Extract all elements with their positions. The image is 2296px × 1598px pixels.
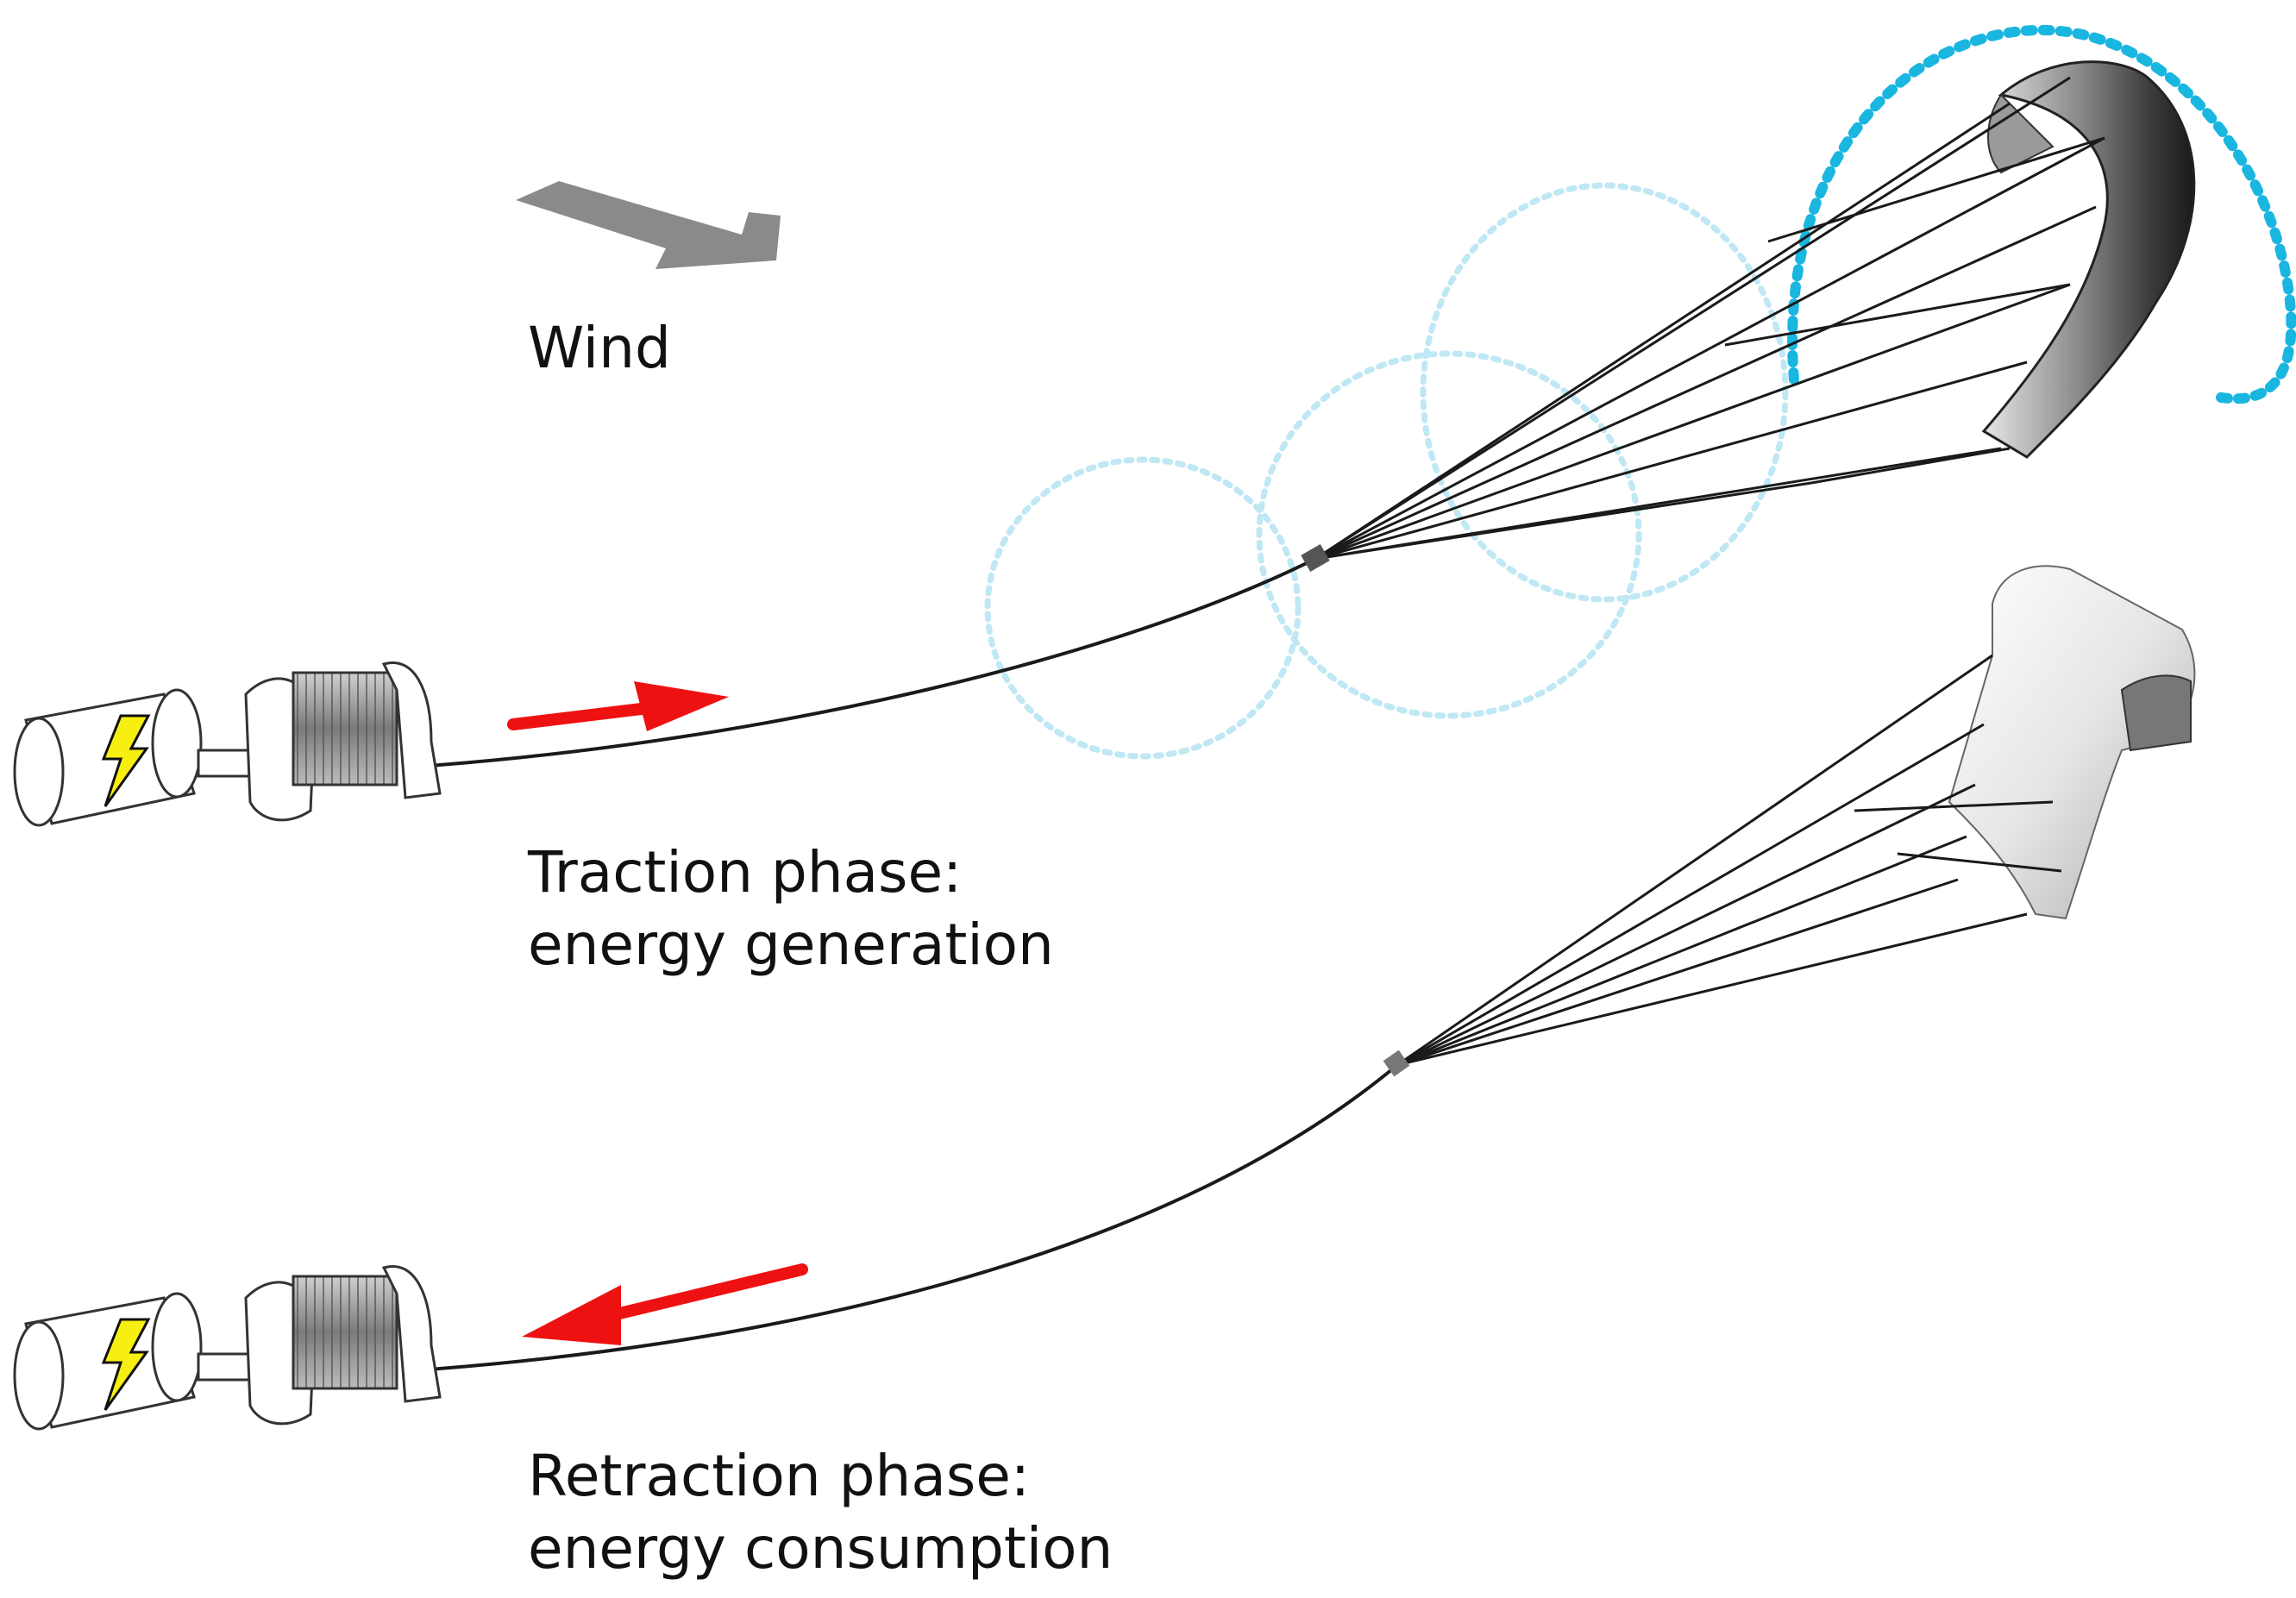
wind-label: Wind — [528, 312, 671, 385]
reel-out-arrow-icon — [507, 681, 729, 731]
retraction-phase-title: Retraction phase: — [528, 1443, 1031, 1509]
winch-drum-icon — [197, 661, 442, 822]
tether-line-top — [405, 557, 1316, 769]
tether-line-bottom — [405, 1063, 1399, 1373]
bridle-knot-top — [1301, 543, 1330, 573]
reel-in-arrow-icon — [522, 1263, 808, 1345]
wind-label-text: Wind — [528, 315, 671, 381]
kite-icon-retracted — [1948, 565, 2196, 920]
traction-phase-title: Traction phase: — [528, 839, 963, 906]
wind-arrow-icon — [516, 181, 781, 269]
flight-path-strong — [1787, 24, 2296, 404]
bridle-knot-bottom — [1383, 1050, 1410, 1077]
traction-phase-description: energy generation — [528, 912, 1054, 979]
lightning-bolt-icon — [101, 714, 151, 807]
traction-phase-label: Traction phase: energy generation — [528, 837, 1054, 982]
retraction-phase-description: energy consumption — [528, 1515, 1113, 1582]
retraction-phase-label: Retraction phase: energy consumption — [528, 1440, 1113, 1586]
winch-drum-icon-bottom — [197, 1265, 442, 1426]
lightning-bolt-icon-bottom — [101, 1318, 151, 1411]
bridle-lines-bottom — [1396, 654, 2062, 1067]
flight-path-light — [984, 182, 1789, 760]
bridle-lines-top — [1314, 76, 2105, 561]
kite-icon — [1981, 60, 2196, 459]
